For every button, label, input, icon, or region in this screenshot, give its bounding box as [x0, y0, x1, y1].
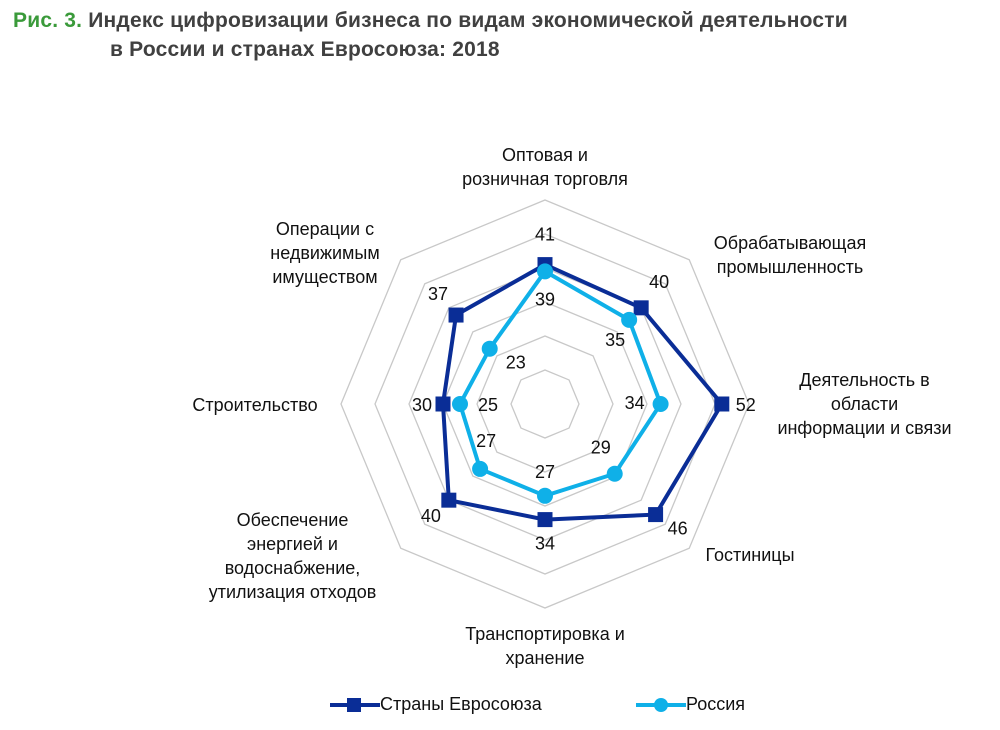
data-label: 35: [605, 330, 625, 350]
series-russia: [452, 263, 669, 504]
grid-ring: [442, 301, 648, 507]
category-label-hotels: Гостиницы: [705, 545, 795, 565]
square-marker: [435, 396, 451, 412]
data-label: 30: [412, 395, 432, 415]
category-label-construction: Строительство: [192, 395, 318, 415]
circle-marker: [452, 396, 468, 412]
data-label: 40: [649, 272, 669, 292]
data-label: 27: [535, 462, 555, 482]
data-label: 52: [736, 395, 756, 415]
circle-marker: [537, 487, 553, 504]
data-label: 34: [535, 534, 555, 554]
data-label: 27: [476, 431, 496, 451]
grid-ring: [476, 335, 614, 473]
square-marker: [448, 307, 464, 323]
circle-marker-icon: [636, 697, 686, 712]
square-marker: [714, 396, 730, 412]
circle-marker: [472, 460, 489, 477]
data-label: 40: [421, 506, 441, 526]
data-label: 37: [428, 284, 448, 304]
legend-item-eu: Страны Евросоюза: [330, 694, 542, 715]
grid-ring: [408, 267, 682, 541]
circle-marker: [481, 340, 498, 357]
data-label: 23: [506, 353, 526, 373]
title-line-2: в России и странах Евросоюза: 2018: [110, 38, 500, 61]
legend-label-russia: Россия: [686, 694, 746, 714]
square-marker: [633, 300, 649, 316]
square-marker-icon: [330, 697, 380, 712]
square-marker: [648, 507, 664, 523]
data-labels: 41 40 52 46 34 40 30 37 39 35 34 29 27 27 25 23: [412, 225, 756, 554]
data-label: 41: [535, 225, 555, 245]
series-eu: [435, 257, 730, 528]
grid-ring: [374, 233, 716, 575]
data-label: 25: [478, 395, 498, 415]
data-label: 34: [625, 393, 645, 413]
square-marker: [537, 512, 553, 528]
data-label: 46: [668, 519, 688, 539]
data-label: 39: [535, 289, 555, 309]
figure-label: Рис. 3: [13, 9, 77, 32]
radar-grid: [340, 199, 750, 609]
circle-marker: [621, 311, 638, 328]
grid-ring: [340, 199, 750, 609]
chart-title: Рис. 3. Индекс цифровизации бизнеса по в…: [13, 6, 848, 64]
square-marker: [441, 492, 457, 508]
legend-item-russia: Россия: [636, 694, 745, 715]
grid-ring: [510, 369, 580, 439]
circle-marker: [537, 263, 553, 280]
data-label: 29: [591, 438, 611, 458]
legend-label-eu: Страны Евросоюза: [380, 694, 542, 714]
circle-marker: [652, 396, 669, 412]
circle-marker: [606, 465, 623, 482]
title-line-1: Индекс цифровизации бизнеса по видам эко…: [88, 9, 848, 32]
